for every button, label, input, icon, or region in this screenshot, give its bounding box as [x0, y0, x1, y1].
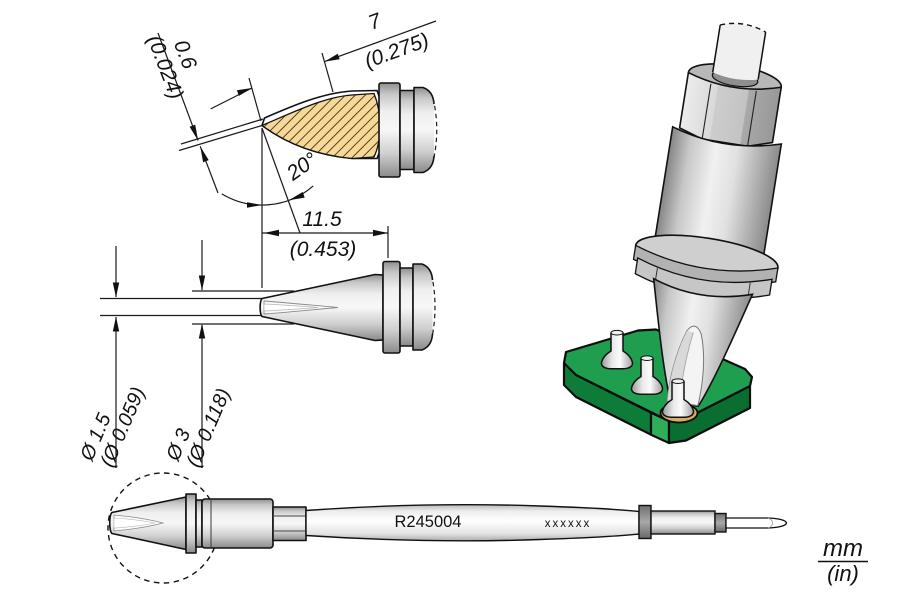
dim-7-extline-left	[248, 77, 262, 122]
rear-tube	[650, 510, 716, 535]
top-rod-break-dashed	[720, 22, 766, 33]
hex-nut-facet-lines	[701, 83, 757, 147]
tip-length-in: (0.453)	[290, 238, 357, 261]
angle-arrow-right	[288, 192, 305, 201]
angle-arc	[221, 185, 314, 206]
dim-7-arrow-left	[236, 88, 252, 96]
pin	[630, 355, 664, 396]
dim-7-line-right	[324, 20, 437, 63]
pin-top	[640, 355, 654, 362]
pin-top	[610, 329, 624, 336]
tip-length-mm: 11.5	[302, 208, 342, 231]
cartridge-collar-ring	[185, 493, 197, 554]
rear-ring-small	[714, 512, 727, 533]
face-plane-line-bottom	[178, 124, 263, 152]
dim-0p6-arrow-upper	[189, 124, 199, 141]
dim-7-arrow-right	[324, 53, 340, 62]
dia3-arrow-up	[198, 323, 206, 339]
dim-11p5-arrow-left	[264, 229, 279, 237]
dia1p5-arrow-up	[112, 316, 120, 332]
face-angle-label: 20°	[282, 148, 322, 186]
dim-11p5-arrow-right	[373, 229, 388, 237]
product-code-label: R245004	[395, 513, 462, 531]
pin-being-soldered	[661, 378, 695, 419]
copper-core-section	[260, 92, 381, 160]
render-3d	[562, 22, 783, 445]
section-collar-groove	[399, 89, 415, 171]
side-break-dashed-arc	[430, 273, 436, 341]
cartridge-view: R245004 xxxxxx	[107, 472, 788, 584]
section-body-dome	[414, 87, 434, 173]
cartridge-chisel-inner	[113, 517, 156, 529]
side-collar-ring	[382, 260, 401, 354]
angle-slanted-reference	[261, 127, 301, 234]
dim-0p6-line-upper	[157, 32, 199, 141]
rear-ring-large	[638, 504, 652, 540]
dim-tip-diameter-label: Ø 1.5 (Ø 0.059)	[76, 384, 150, 470]
pin-top	[671, 378, 685, 385]
dim-shaft-diameter-label: Ø 3 (Ø 0.118)	[162, 385, 235, 470]
section-collar-ring	[378, 82, 401, 178]
units-label: mm (in)	[818, 535, 868, 586]
dim-7-extline-right	[321, 52, 334, 93]
dim-tip-thickness-label: 0.6 (0.024)	[142, 32, 201, 102]
face-plane-line-top	[180, 118, 264, 145]
dia1p5-arrow-down	[112, 282, 120, 298]
cartridge-hex-section	[272, 506, 307, 542]
side-view: 11.5 (0.453) Ø 1.5 (Ø 0.059) Ø 3 (Ø 0.11…	[76, 208, 436, 470]
section-body-dome-edge	[413, 86, 435, 174]
side-chisel-inner	[263, 303, 319, 312]
contact-rod-cap-line	[767, 517, 773, 529]
side-collar-groove	[399, 267, 414, 347]
angle-arrow-left	[247, 202, 262, 208]
top-rod-front	[712, 23, 766, 80]
units-metric: mm	[823, 535, 863, 562]
cartridge-collar-groove	[195, 499, 203, 548]
pin	[600, 329, 634, 370]
soldering-tip-3d	[632, 22, 783, 408]
cartridge-body	[201, 498, 274, 549]
units-imperial: (in)	[827, 561, 859, 586]
side-body-dome	[413, 264, 433, 350]
top-rod-edges	[711, 24, 767, 80]
face-length-mm: 7	[365, 9, 385, 35]
dia3-arrow-down	[198, 275, 206, 291]
section-break-dashed-arc	[432, 97, 438, 163]
section-view: 0.6 (0.024) 7 (0.275) 20°	[142, 9, 438, 288]
shaft-diameter-in: (Ø 0.118)	[182, 385, 235, 470]
dim-0p6-arrow-lower	[200, 146, 209, 163]
contact-rod	[725, 517, 788, 529]
marking-placeholder-label: xxxxxx	[545, 518, 592, 530]
side-body-dome-edge	[412, 263, 434, 351]
